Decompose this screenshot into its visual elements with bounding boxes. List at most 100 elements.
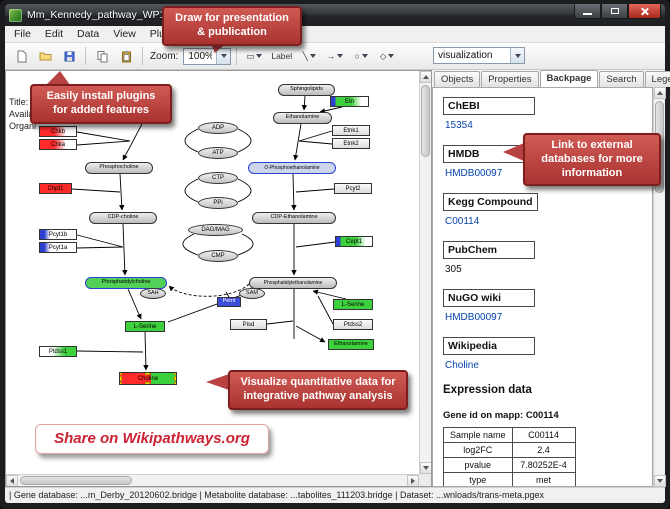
maximize-button[interactable] xyxy=(601,4,628,19)
interaction-tool-button[interactable]: → xyxy=(323,46,347,67)
scroll-up-button[interactable] xyxy=(420,71,431,83)
pathway-node-25-sah[interactable]: SAH xyxy=(140,288,166,299)
menu-data[interactable]: Data xyxy=(77,28,100,40)
chevron-down-icon xyxy=(388,54,395,58)
visualization-dropdown-button[interactable] xyxy=(510,48,524,63)
pathway-node-6-chkb[interactable]: Chkb xyxy=(39,126,77,137)
menu-edit[interactable]: Edit xyxy=(44,28,64,40)
scroll-left-button[interactable] xyxy=(6,475,18,486)
tab-search[interactable]: Search xyxy=(599,71,644,87)
table-cell: Sample name xyxy=(443,427,513,443)
pathway-node-0-sphingolipids[interactable]: Sphingolipids xyxy=(278,84,335,96)
selection-handle[interactable] xyxy=(174,375,176,381)
pathway-node-12-ctp[interactable]: CTP xyxy=(198,172,238,184)
tab-objects[interactable]: Objects xyxy=(434,71,481,87)
pathway-node-3-etnk1[interactable]: Etnk1 xyxy=(332,125,370,136)
open-folder-button[interactable] xyxy=(34,46,56,67)
pathway-node-33-ptdss1[interactable]: Ptdss1 xyxy=(39,346,77,357)
pathway-node-22-cmp[interactable]: CMP xyxy=(198,250,238,262)
pathway-node-15-ppi[interactable]: PPi xyxy=(198,197,238,209)
chevron-down-icon xyxy=(337,54,344,58)
pathway-node-28-l-serine[interactable]: L-Serine xyxy=(333,299,373,310)
pathway-node-19-pcyt1b[interactable]: Pcyt1b xyxy=(39,229,77,240)
wikipedia-link[interactable]: Choline xyxy=(445,360,479,371)
sidebar-tabs: Objects Properties Backpage Search Legen… xyxy=(434,70,670,87)
visualization-combobox[interactable]: visualization xyxy=(433,47,525,64)
minimize-button[interactable] xyxy=(574,4,601,19)
pathway-node-32-ethanolamine[interactable]: Ethanolamine xyxy=(328,339,374,350)
scroll-thumb[interactable] xyxy=(20,476,132,485)
scroll-down-button[interactable] xyxy=(654,475,666,487)
kegg-id-link[interactable]: C00114 xyxy=(445,216,480,227)
menu-view[interactable]: View xyxy=(113,28,136,40)
shape-tool-button[interactable]: ○ xyxy=(349,46,373,67)
visualization-value: visualization xyxy=(438,50,493,61)
nugo-wiki-header: NuGO wiki xyxy=(443,289,535,307)
backpage-section-wikipedia: Wikipedia Choline xyxy=(443,336,642,371)
datanode-tool-button[interactable]: ▭ xyxy=(242,46,266,67)
scrollbar-corner xyxy=(419,474,431,486)
save-button[interactable] xyxy=(58,46,80,67)
pathway-node-9-atp[interactable]: ATP xyxy=(198,147,238,159)
pathway-node-23-phosphatidylcholine[interactable]: Phosphatidylcholine xyxy=(85,277,167,289)
scroll-up-button[interactable] xyxy=(654,87,666,99)
pathway-node-18-dag-mag[interactable]: DAG/MAG xyxy=(188,224,243,236)
nugo-id-link[interactable]: HMDB00097 xyxy=(445,312,503,323)
scroll-down-button[interactable] xyxy=(420,462,431,474)
pathway-node-34-choline[interactable]: Choline xyxy=(119,372,177,385)
pathway-node-16-cdp-choline[interactable]: CDP-choline xyxy=(89,212,157,224)
mim-tool-button[interactable]: ◇ xyxy=(375,46,399,67)
selection-handle[interactable] xyxy=(174,373,176,375)
pathway-node-13-pcyt2[interactable]: Pcyt2 xyxy=(334,183,372,194)
tab-legend[interactable]: Legend xyxy=(644,71,670,87)
mim-tool-icon: ◇ xyxy=(379,50,387,61)
copy-button[interactable] xyxy=(91,46,113,67)
pathway-node-4-etnk2[interactable]: Etnk2 xyxy=(332,138,370,149)
pathway-node-14-chpt1[interactable]: Chpt1 xyxy=(39,183,72,194)
pathway-node-21-cept1[interactable]: Cept1 xyxy=(335,236,373,247)
menubar: File Edit Data View Plugins Help xyxy=(5,26,665,43)
menu-file[interactable]: File xyxy=(14,28,31,40)
share-banner: Share on Wikipathways.org xyxy=(35,424,269,454)
pathway-node-17-cdp-ethanolamine[interactable]: CDP-Ethanolamine xyxy=(252,212,336,224)
tab-properties[interactable]: Properties xyxy=(481,71,539,87)
zoom-dropdown-button[interactable] xyxy=(216,48,231,64)
toolbar-separator xyxy=(142,47,143,65)
pathway-node-24-phosphatidylethanolamine[interactable]: Phosphatidylethanolamine xyxy=(249,277,337,289)
selection-handle[interactable] xyxy=(145,373,150,375)
pathway-node-31-l-serine[interactable]: L-Serine xyxy=(125,321,165,332)
scroll-thumb[interactable] xyxy=(421,85,430,157)
pathway-node-30-pisd[interactable]: Pisd xyxy=(230,319,267,330)
selection-handle[interactable] xyxy=(120,375,122,381)
close-button[interactable] xyxy=(628,4,661,19)
selection-handle[interactable] xyxy=(120,382,122,384)
pathway-node-8-adp[interactable]: ADP xyxy=(198,122,238,134)
hmdb-id-link[interactable]: HMDB00097 xyxy=(445,168,503,179)
paste-button[interactable] xyxy=(115,46,137,67)
line-tool-button[interactable]: ╲ xyxy=(297,46,321,67)
pathway-node-10-phosphocholine[interactable]: Phosphocholine xyxy=(85,162,153,174)
pathway-canvas[interactable]: Title: Availa Organi xyxy=(5,70,432,487)
pathway-node-2-ethanolamine[interactable]: Ethanolamine xyxy=(273,112,332,124)
selection-handle[interactable] xyxy=(174,382,176,384)
label-tool-button[interactable]: Label xyxy=(268,46,295,67)
pathway-node-26-pemt[interactable]: Pemt xyxy=(217,297,241,307)
new-file-button[interactable] xyxy=(10,46,32,67)
pathway-node-27-sam[interactable]: SAM xyxy=(239,288,265,299)
chebi-id-link[interactable]: 15354 xyxy=(445,120,473,131)
table-row: log2FC 2.4 xyxy=(443,442,576,458)
arrow-up-icon xyxy=(657,91,663,95)
pathway-node-11-o-phosphoethanolamine[interactable]: O-Phosphoethanolamine xyxy=(248,162,336,174)
selection-handle[interactable] xyxy=(145,382,150,384)
pathway-node-20-pcyt1a[interactable]: Pcyt1a xyxy=(39,242,77,253)
pathway-node-7-chka[interactable]: Chka xyxy=(39,139,77,150)
pathway-node-29-ptdss2[interactable]: Ptdss2 xyxy=(333,319,373,330)
table-cell: log2FC xyxy=(443,442,513,458)
zoom-combobox[interactable]: 100% xyxy=(183,47,232,65)
table-cell: type xyxy=(443,472,513,486)
pathway-node-1-etn[interactable]: Etn xyxy=(330,96,369,107)
scroll-right-button[interactable] xyxy=(407,475,419,486)
tab-backpage[interactable]: Backpage xyxy=(539,70,599,87)
arrow-left-icon xyxy=(10,478,14,484)
selection-handle[interactable] xyxy=(120,373,122,375)
